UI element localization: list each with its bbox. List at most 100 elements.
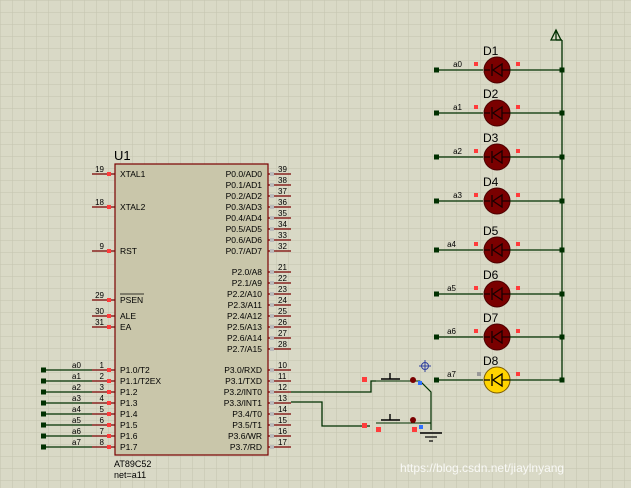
net-label: a3 bbox=[453, 191, 462, 200]
mcu-right-pin[interactable]: 16 P3.6/WR bbox=[228, 427, 291, 441]
pin-name: P3.6/WR bbox=[228, 431, 262, 441]
led-d6[interactable]: D6 a5 bbox=[434, 268, 565, 308]
pin-number: 16 bbox=[278, 427, 287, 436]
pin-number: 29 bbox=[95, 291, 104, 300]
pin-name: P0.0/AD0 bbox=[226, 169, 263, 179]
pin-number: 7 bbox=[100, 427, 105, 436]
pin-number: 5 bbox=[100, 405, 105, 414]
net-label: a5 bbox=[447, 284, 456, 293]
led-ref-label: D7 bbox=[483, 311, 499, 325]
p1-net[interactable]: a0 bbox=[41, 361, 92, 373]
p1-net[interactable]: a5 bbox=[41, 416, 92, 428]
mcu-body[interactable] bbox=[114, 163, 269, 456]
pin-name: P3.2/INT0 bbox=[224, 387, 263, 397]
led-ref-label: D1 bbox=[483, 44, 499, 58]
mcu-right-pin[interactable]: 36 P0.3/AD3 bbox=[226, 198, 291, 212]
pin-number: 9 bbox=[100, 242, 105, 251]
p1-net[interactable]: a4 bbox=[41, 405, 92, 417]
net-label: a2 bbox=[453, 147, 462, 156]
p1-net[interactable]: a1 bbox=[41, 372, 92, 384]
pin-name: P0.4/AD4 bbox=[226, 213, 263, 223]
led-ref-label: D3 bbox=[483, 131, 499, 145]
pin-number: 21 bbox=[278, 263, 287, 272]
led-d8[interactable]: D8 a7 bbox=[434, 354, 565, 394]
pin-number: 25 bbox=[278, 307, 287, 316]
p1-net[interactable]: a6 bbox=[41, 427, 92, 439]
pin-number: 31 bbox=[95, 318, 104, 327]
led-common-rail bbox=[549, 28, 563, 380]
pin-name: P1.0/T2 bbox=[120, 365, 150, 375]
pin-name: XTAL2 bbox=[120, 202, 146, 212]
pin-number: 27 bbox=[278, 329, 287, 338]
led-d3[interactable]: D3 a2 bbox=[434, 131, 565, 171]
p1-net[interactable]: a3 bbox=[41, 394, 92, 406]
pin-name: P2.6/A14 bbox=[227, 333, 262, 343]
led-ref-label: D8 bbox=[483, 354, 499, 368]
pin-name: P1.5 bbox=[120, 420, 138, 430]
pin-number: 36 bbox=[278, 198, 287, 207]
pin-name: P0.3/AD3 bbox=[226, 202, 263, 212]
net-label: a6 bbox=[72, 427, 81, 436]
p1-net[interactable]: a7 bbox=[41, 438, 92, 450]
led-ref-label: D6 bbox=[483, 268, 499, 282]
pin-name: P2.2/A10 bbox=[227, 289, 262, 299]
button-2[interactable] bbox=[291, 401, 423, 432]
button-1[interactable] bbox=[291, 373, 420, 393]
mcu-right-pin[interactable]: 39 P0.0/AD0 bbox=[226, 165, 291, 179]
p1-net[interactable]: a2 bbox=[41, 383, 92, 395]
pin-name: P0.2/AD2 bbox=[226, 191, 263, 201]
mcu-part-label: AT89C52 bbox=[114, 459, 151, 469]
net-label: a0 bbox=[453, 60, 462, 69]
pin-name: P2.1/A9 bbox=[232, 278, 263, 288]
net-label: a7 bbox=[447, 370, 456, 379]
mcu-left-pin[interactable]: 31 EA bbox=[92, 318, 132, 332]
pin-name: EA bbox=[120, 322, 132, 332]
pin-name: P2.7/A15 bbox=[227, 344, 262, 354]
net-label: a1 bbox=[453, 103, 462, 112]
led-d1[interactable]: D1 a0 bbox=[434, 44, 565, 84]
pin-name: ALE bbox=[120, 311, 136, 321]
mcu-right-pin[interactable]: 27 P2.6/A14 bbox=[227, 329, 291, 343]
pin-number: 32 bbox=[278, 242, 287, 251]
pin-number: 39 bbox=[278, 165, 287, 174]
